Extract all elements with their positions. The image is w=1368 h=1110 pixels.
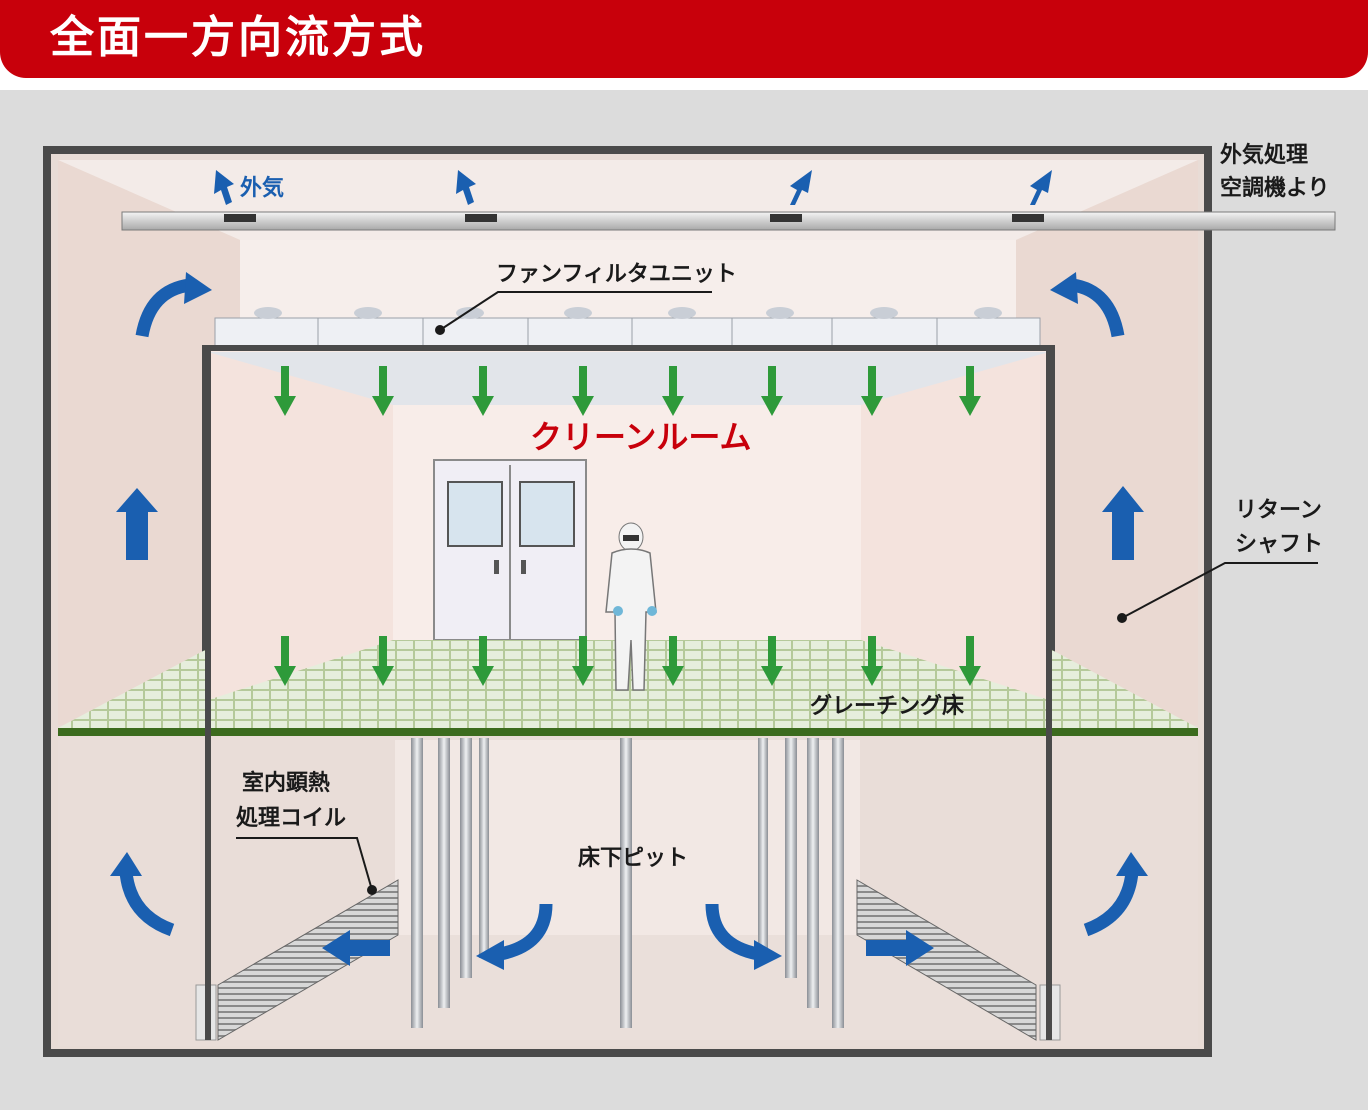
oa-vent-1 bbox=[224, 214, 256, 222]
leader-lines bbox=[236, 291, 1318, 895]
page-title: 全面一方向流方式 bbox=[50, 12, 426, 63]
right-arrow-icon bbox=[866, 930, 934, 966]
curved-arrow-icon bbox=[110, 272, 1148, 970]
oa-exhaust-arrows bbox=[214, 170, 1052, 205]
down-arrow-icon bbox=[572, 636, 594, 686]
double-door bbox=[433, 459, 587, 641]
ffu-label: ファンフィルタユニット bbox=[496, 262, 737, 287]
down-arrow-icon bbox=[761, 636, 783, 686]
up-arrow-icon bbox=[1102, 486, 1144, 560]
cleanroom-worker-icon bbox=[605, 522, 657, 691]
down-arrow-icon bbox=[861, 636, 883, 686]
coil-right bbox=[856, 879, 1037, 1041]
down-arrow-icon bbox=[761, 366, 783, 416]
curved-arrow-icon bbox=[119, 278, 1139, 961]
down-arrow-icon bbox=[959, 366, 981, 416]
clean-room-left-wall bbox=[208, 352, 393, 700]
return-shaft-label-2: シャフト bbox=[1235, 532, 1324, 557]
coil-label-1: 室内顕熱 bbox=[242, 771, 331, 796]
left-arrow-icon bbox=[322, 930, 390, 966]
clean-room-ceiling bbox=[208, 352, 1049, 405]
oa-unit-label-1: 外気処理 bbox=[1220, 143, 1309, 168]
coil-label-2: 処理コイル bbox=[236, 806, 347, 831]
grating-floor-left bbox=[58, 650, 205, 728]
down-arrow-icon bbox=[372, 366, 394, 416]
title-banner: 全面一方向流方式 bbox=[0, 0, 1368, 78]
coil-left bbox=[217, 879, 399, 1041]
down-arrow-icon bbox=[662, 636, 684, 686]
down-arrow-icon bbox=[372, 636, 394, 686]
down-arrow-icon bbox=[472, 636, 494, 686]
oa-duct bbox=[121, 211, 1336, 231]
down-arrow-icon bbox=[274, 636, 296, 686]
oa-vent-2 bbox=[465, 214, 497, 222]
oa-unit-label-2: 空調機より bbox=[1220, 176, 1330, 201]
downflow-arrows bbox=[274, 366, 981, 686]
oa-vent-4 bbox=[1012, 214, 1044, 222]
plenum-right-slope bbox=[1016, 160, 1198, 725]
down-arrow-icon bbox=[959, 636, 981, 686]
grating-floor-right bbox=[1052, 650, 1198, 728]
down-arrow-icon bbox=[274, 366, 296, 416]
outside-air-label: 外気 bbox=[240, 176, 285, 201]
down-arrow-icon bbox=[861, 366, 883, 416]
up-arrow-icon bbox=[116, 488, 158, 560]
down-arrow-icon bbox=[572, 366, 594, 416]
oa-vent-3 bbox=[770, 214, 802, 222]
return-shaft-label-1: リターン bbox=[1235, 498, 1322, 523]
ffu-row bbox=[214, 307, 1041, 351]
support-pillars bbox=[411, 738, 844, 1028]
grating-floor-label: グレーチング床 bbox=[810, 694, 965, 719]
floor-slab bbox=[58, 728, 1198, 736]
clean-room-right-wall bbox=[861, 352, 1049, 700]
down-arrow-icon bbox=[472, 366, 494, 416]
plenum-left-slope bbox=[58, 160, 240, 725]
down-arrow-icon bbox=[662, 366, 684, 416]
pit-label: 床下ピット bbox=[578, 846, 689, 871]
clean-room-label: クリーンルーム bbox=[530, 418, 752, 456]
